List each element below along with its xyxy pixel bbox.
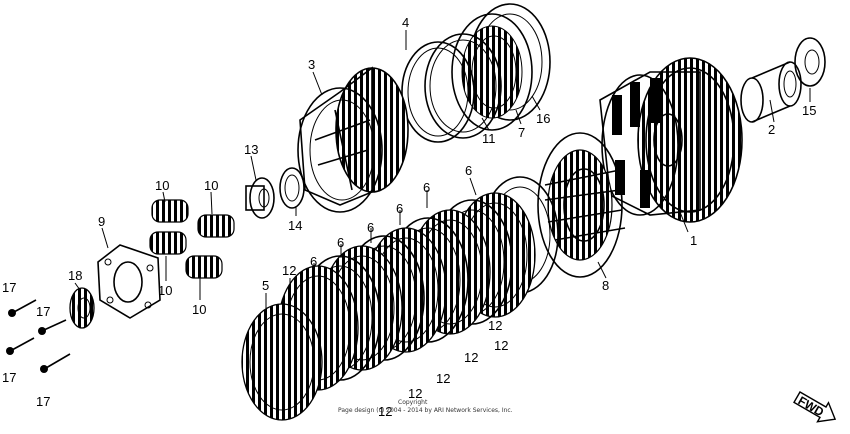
clutch-spring-10a: [151, 199, 189, 223]
pressure-plate-9: [97, 244, 161, 319]
callout-6-f: 6: [310, 254, 317, 269]
copyright-notice: Copyright Page design (c) 2004 - 2014 by…: [338, 399, 513, 414]
callout-13: 13: [244, 142, 258, 157]
primary-gear-plate-8: [537, 132, 626, 278]
callout-16: 16: [536, 111, 550, 126]
callout-12-f: 12: [408, 386, 422, 401]
forward-direction-indicator: FWD: [793, 391, 837, 423]
bushing-2: [740, 61, 802, 123]
callout-6-d: 6: [367, 220, 374, 235]
clutch-spring-10d: [185, 255, 223, 279]
callout-17-d: 17: [36, 394, 50, 409]
callout-10-d: 10: [192, 302, 206, 317]
callout-10-c: 10: [158, 283, 172, 298]
callout-6-a: 6: [465, 163, 472, 178]
clutch-center-3: [297, 66, 409, 213]
callout-11: 11: [482, 131, 496, 146]
callout-4: 4: [402, 15, 409, 30]
callout-2: 2: [768, 122, 775, 137]
callout-9: 9: [98, 214, 105, 229]
bolt-17d: [40, 353, 71, 373]
fwd-arrow-icon: [793, 391, 837, 423]
callout-6-b: 6: [423, 180, 430, 195]
lock-nut-13: [245, 177, 275, 219]
clutch-disc-stack: [241, 176, 559, 421]
callout-17-c: 17: [2, 370, 16, 385]
judder-plate-7: [451, 13, 533, 131]
clutch-spring-10b: [197, 214, 235, 238]
clutch-spring-10c: [149, 231, 187, 255]
callout-1: 1: [690, 233, 697, 248]
callout-10-b: 10: [204, 178, 218, 193]
callout-8: 8: [602, 278, 609, 293]
callout-12-g: 12: [378, 404, 392, 419]
bearing-18: [69, 287, 95, 329]
callout-labels: 1 2 3 4 5 6 6 6 6 6 6 6 7 8 9 10 10 10 1…: [2, 15, 816, 419]
callout-10-a: 10: [155, 178, 169, 193]
callout-5: 5: [262, 278, 269, 293]
callout-15: 15: [802, 103, 816, 118]
callout-12-c: 12: [494, 338, 508, 353]
callout-6-c: 6: [396, 201, 403, 216]
washer-14: [279, 167, 305, 209]
callout-6-e: 6: [337, 235, 344, 250]
bolt-17b: [38, 319, 67, 335]
callout-12-a: 12: [282, 263, 296, 278]
callout-12-e: 12: [436, 371, 450, 386]
callout-18: 18: [68, 268, 82, 283]
copyright-line-1: Copyright: [398, 399, 428, 406]
leader-lines: [74, 30, 811, 315]
copyright-line-2: Page design (c) 2004 - 2014 by ARI Netwo…: [338, 407, 513, 414]
bolt-17c: [6, 337, 35, 355]
callout-12-b: 12: [488, 318, 502, 333]
callout-14: 14: [288, 218, 302, 233]
spring-seat-11: [424, 33, 502, 139]
callout-3: 3: [308, 57, 315, 72]
washer-15: [794, 37, 826, 87]
judder-spring-4: [401, 41, 475, 143]
callout-17-b: 17: [36, 304, 50, 319]
callout-12-d: 12: [464, 350, 478, 365]
bolt-17a: [8, 299, 37, 317]
callout-17-a: 17: [2, 280, 16, 295]
callout-7: 7: [518, 125, 525, 140]
